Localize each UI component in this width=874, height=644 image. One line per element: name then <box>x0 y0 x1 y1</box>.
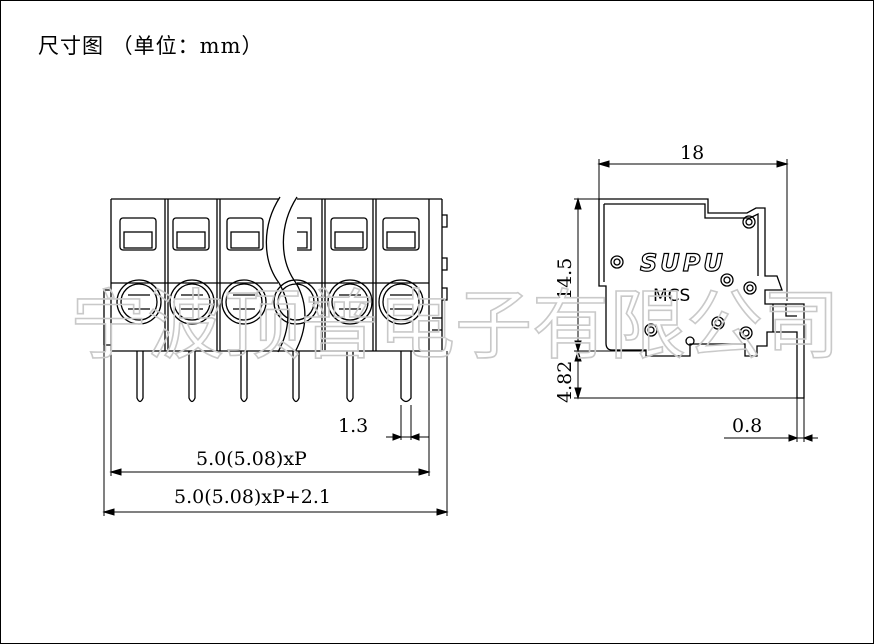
front-view <box>103 196 448 403</box>
wire-holes <box>116 279 424 325</box>
pin-width-label: 1.3 <box>338 415 368 437</box>
side-dimensions <box>574 159 818 442</box>
front-dimensions <box>102 345 449 516</box>
model-label: MCS <box>653 286 690 306</box>
pin-thickness-label: 0.8 <box>732 415 762 437</box>
pitch-label: 5.0(5.08)xP <box>196 448 307 470</box>
side-view <box>598 198 805 399</box>
brand-logo: SUPU <box>640 249 726 277</box>
drawing-title: 尺寸图 （单位：mm） <box>38 34 264 58</box>
total-length-label: 5.0(5.08)xP+2.1 <box>174 486 331 508</box>
wire-entry-windows <box>119 217 420 251</box>
width-label: 18 <box>680 142 704 164</box>
pcb-pins <box>136 351 412 403</box>
height-label: 14.5 <box>554 258 576 300</box>
pin-length-label: 4.82 <box>554 361 576 403</box>
company-watermark: 宁波顶普电子有限公司 <box>70 281 840 370</box>
